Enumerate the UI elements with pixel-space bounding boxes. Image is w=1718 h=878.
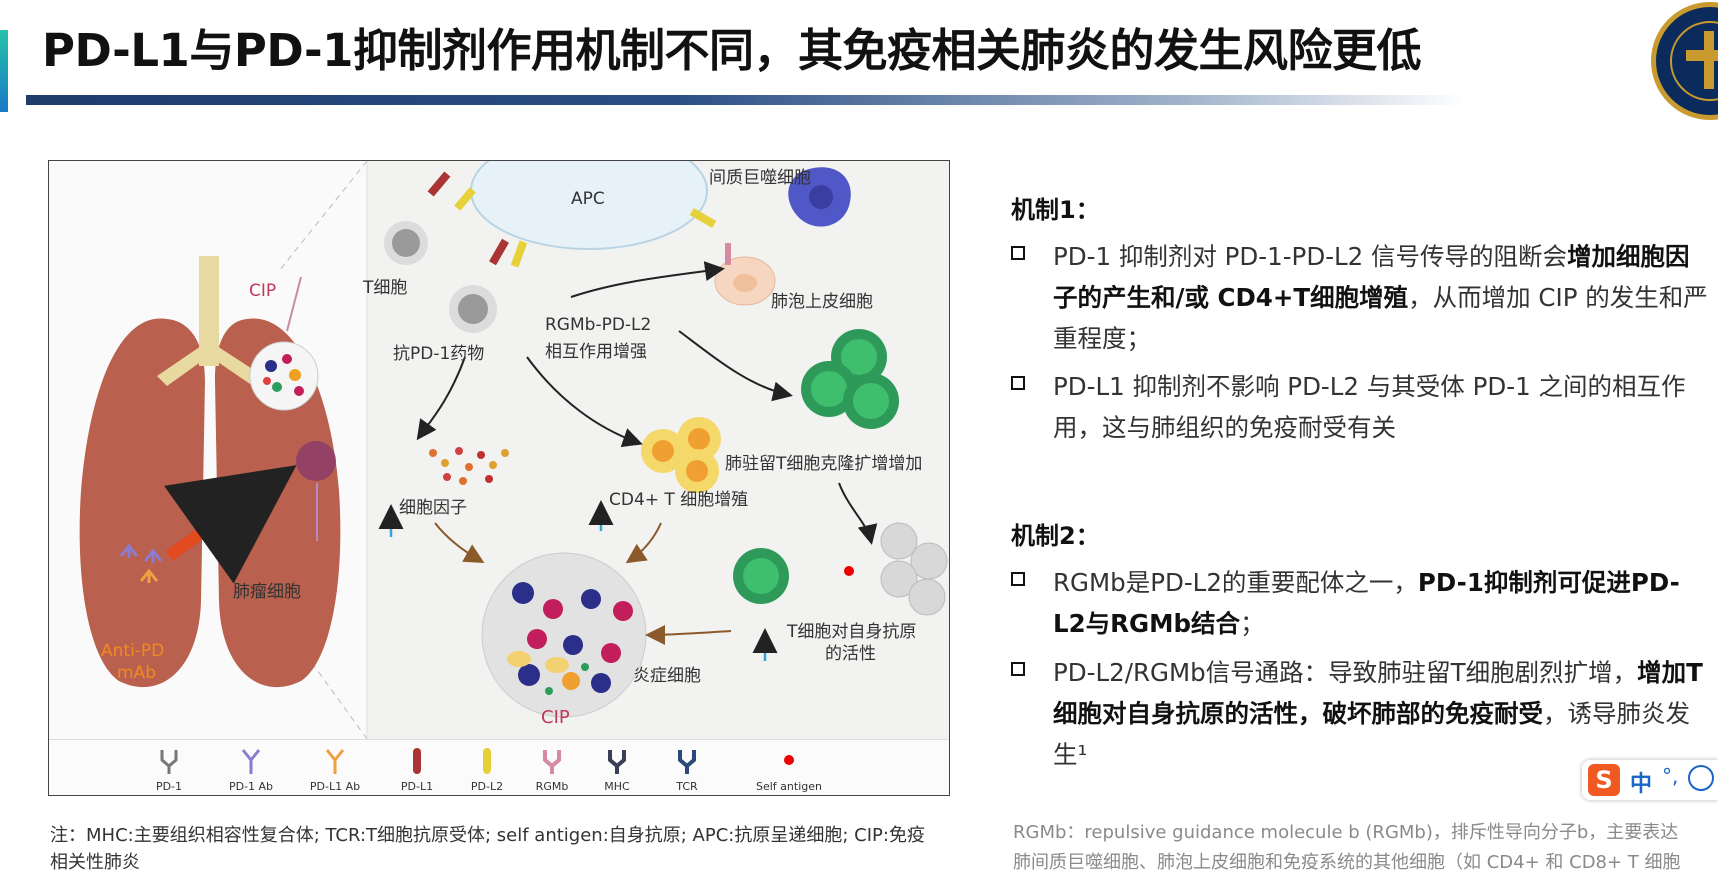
mechanism2-bullet-2: PD-L2/RGMb信号通路：导致肺驻留T细胞剧烈扩增，增加T细胞对自身抗原的活… xyxy=(1011,652,1711,775)
legend-mhc: MHC xyxy=(577,746,657,793)
mechanism2-bullet-1: RGMb是PD-L2的重要配体之一，PD-1抑制剂可促进PD-L2与RGMb结合… xyxy=(1011,562,1711,644)
legend-tcr: TCR xyxy=(647,746,727,793)
macrophage-label: 间质巨噬细胞 xyxy=(709,168,811,188)
bullet-box-icon xyxy=(1011,376,1025,390)
cd4-label: CD4+ T 细胞增殖 xyxy=(609,490,749,510)
autoreactivity-label-2: 的活性 xyxy=(825,644,876,664)
bullet-box-icon xyxy=(1011,572,1025,586)
sogou-logo-icon[interactable]: S xyxy=(1588,764,1620,796)
legend-pdl1-ab: PD-L1 Ab xyxy=(295,746,375,793)
legend-pdl2: PD-L2 xyxy=(447,746,527,793)
lungs-illustration xyxy=(79,256,341,688)
anti-pd-label-1: Anti-PD xyxy=(101,641,165,661)
legend-rgmb: RGMb xyxy=(512,746,592,793)
legend-self-antigen: Self antigen xyxy=(739,746,839,793)
mechanism-figure: CIP APC 间质巨噬细胞 T细胞 肺泡上皮细胞 抗PD-1药物 RGMb-P… xyxy=(48,160,950,796)
title-rule xyxy=(26,95,1466,105)
hospital-logo xyxy=(1651,2,1718,120)
mechanism1-heading: 机制1： xyxy=(1011,196,1100,224)
tumor-label: 肺瘤细胞 xyxy=(233,582,301,602)
rgmb-label-1: RGMb-PD-L2 xyxy=(545,315,652,335)
mechanism1-bullet-2: PD-L1 抑制剂不影响 PD-L2 与其受体 PD-1 之间的相互作用，这与肺… xyxy=(1011,366,1711,448)
bullet-box-icon xyxy=(1011,246,1025,260)
cip-top-label: CIP xyxy=(249,281,277,301)
figure-note: 注：MHC:主要组织相容性复合体; TCR:T细胞抗原受体; self anti… xyxy=(50,825,925,873)
rgmb-footnote: RGMb：repulsive guidance molecule b (RGMb… xyxy=(1013,822,1681,873)
slide-title: PD-L1与PD-1抑制剂作用机制不同，其免疫相关肺炎的发生风险更低 xyxy=(42,24,1422,77)
rgmb-label-2: 相互作用增强 xyxy=(545,342,647,362)
mechanism2-heading: 机制2： xyxy=(1011,522,1100,550)
figure-legend: PD-1 PD-1 Ab PD-L1 Ab PD-L1 PD-L2 RGMb M… xyxy=(49,739,949,795)
cytokine-label: 细胞因子 xyxy=(399,498,467,518)
cip-bottom-label: CIP xyxy=(541,707,570,728)
apc-label: APC xyxy=(571,189,605,209)
emoji-icon[interactable] xyxy=(1688,765,1714,791)
alveolar-label: 肺泡上皮细胞 xyxy=(771,292,873,312)
drug-label: 抗PD-1药物 xyxy=(393,344,485,364)
mechanism1-bullet-1: PD-1 抑制剂对 PD-1-PD-L2 信号传导的阻断会增加细胞因子的产生和/… xyxy=(1011,236,1711,359)
ime-chinese-mode-button[interactable]: 中 xyxy=(1630,772,1653,797)
legend-pdl1: PD-L1 xyxy=(377,746,457,793)
title-accent-bar xyxy=(0,30,8,112)
bullet-box-icon xyxy=(1011,662,1025,676)
t-cell-label: T细胞 xyxy=(363,278,408,298)
clonal-label: 肺驻留T细胞克隆扩增增加 xyxy=(725,454,923,474)
ime-punctuation-button[interactable]: °, xyxy=(1662,764,1679,788)
autoreactivity-label-1: T细胞对自身抗原 xyxy=(787,622,917,642)
ime-toolbar[interactable]: S 中 °, xyxy=(1582,760,1718,800)
anti-pd-label-2: mAb xyxy=(117,663,156,683)
legend-pd1-ab: PD-1 Ab xyxy=(211,746,291,793)
figure-illustration xyxy=(79,161,948,739)
legend-pd1: PD-1 xyxy=(129,746,209,793)
inflammatory-cell-label: 炎症细胞 xyxy=(633,666,701,686)
